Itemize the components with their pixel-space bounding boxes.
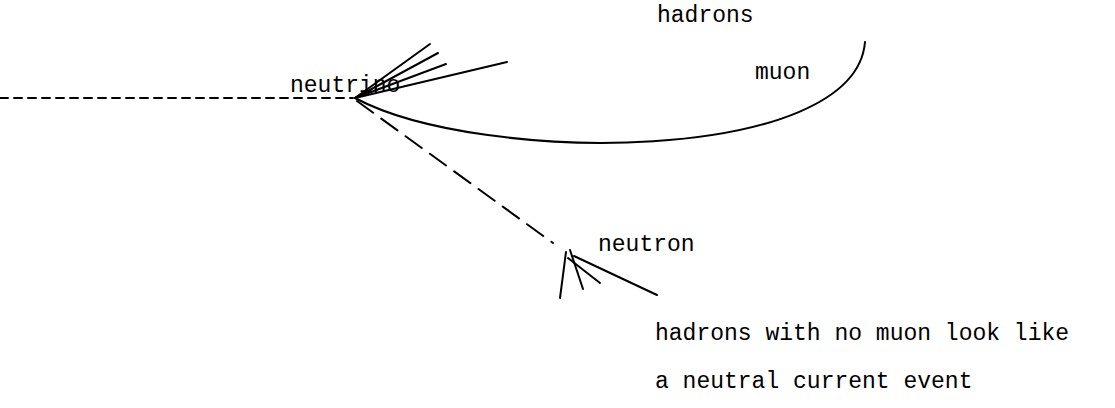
hadron-track: [560, 252, 566, 298]
particle-label: hadrons: [657, 3, 754, 29]
particle-label: neutron: [598, 232, 695, 259]
particle-label: neutrino: [290, 73, 400, 99]
note-text: hadrons with no muon look like a neutral…: [655, 310, 1083, 406]
particle-label: muon: [755, 60, 810, 87]
particle-label: neutrino: [290, 73, 400, 100]
note-text: hadrons with no muon look like a neutral…: [655, 310, 1083, 406]
hadron-track: [568, 258, 600, 283]
hadron-track: [570, 250, 583, 289]
hadron-track: [574, 256, 657, 295]
particle-label: hadrons: [657, 3, 754, 30]
neutron-track: [357, 101, 553, 243]
particle-label: neutron: [598, 232, 695, 258]
particle-label: muon: [755, 60, 810, 86]
muon-track: [355, 42, 865, 143]
